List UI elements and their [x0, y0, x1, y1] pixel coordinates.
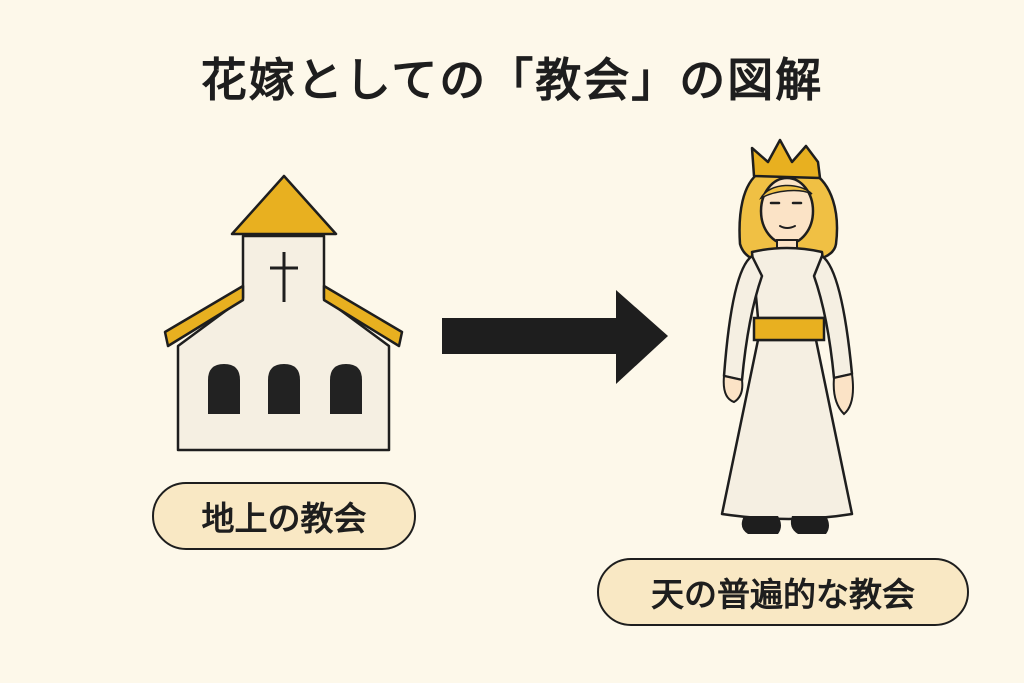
right-arrow-icon: [442, 290, 668, 384]
crowned-bride-figure: [720, 138, 854, 534]
heavenly-church-label: 天の普遍的な教会: [597, 558, 969, 626]
church-building-icon: [163, 174, 404, 452]
earthly-church-label: 地上の教会: [152, 482, 416, 550]
diagram-title: 花嫁としての「教会」の図解: [200, 53, 824, 107]
